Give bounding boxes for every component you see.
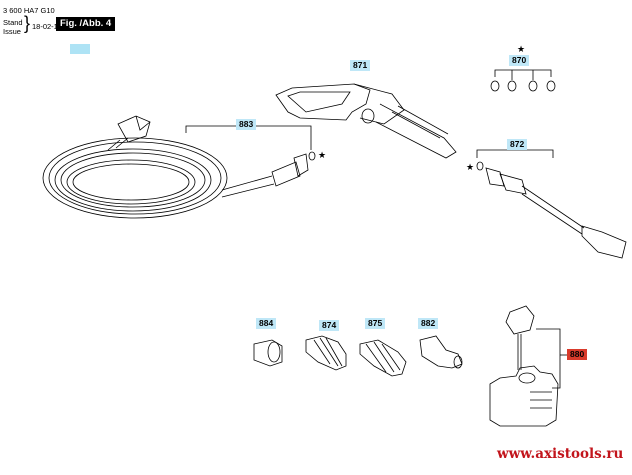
color-swatch	[70, 44, 90, 54]
part-label-872: 872	[507, 139, 528, 150]
callout-line-872	[476, 149, 554, 158]
watermark: www.axistools.ru	[497, 446, 624, 462]
part-label-883: 883	[236, 119, 257, 130]
part-label-870: 870	[509, 55, 530, 66]
part-label-882: 882	[418, 318, 439, 329]
star-marker: ★	[466, 162, 475, 172]
stand-label: Stand	[3, 18, 23, 27]
part-label-875: 875	[365, 318, 386, 329]
callout-line-870	[494, 69, 552, 77]
issue-label: Issue	[3, 27, 21, 36]
star-marker: ★	[318, 150, 327, 160]
star-marker: ★	[517, 44, 526, 54]
doc-number: 3 600 HA7 G10	[3, 6, 55, 15]
figure-label: Fig. /Abb. 4	[56, 17, 116, 31]
part-label-884: 884	[256, 318, 277, 329]
callout-line-880	[536, 328, 561, 389]
part-label-874: 874	[319, 320, 340, 331]
part-label-880: 880	[567, 349, 588, 360]
brace: }	[24, 13, 31, 33]
part-label-871: 871	[350, 60, 371, 71]
issue-date: 18-02-19	[32, 22, 63, 31]
